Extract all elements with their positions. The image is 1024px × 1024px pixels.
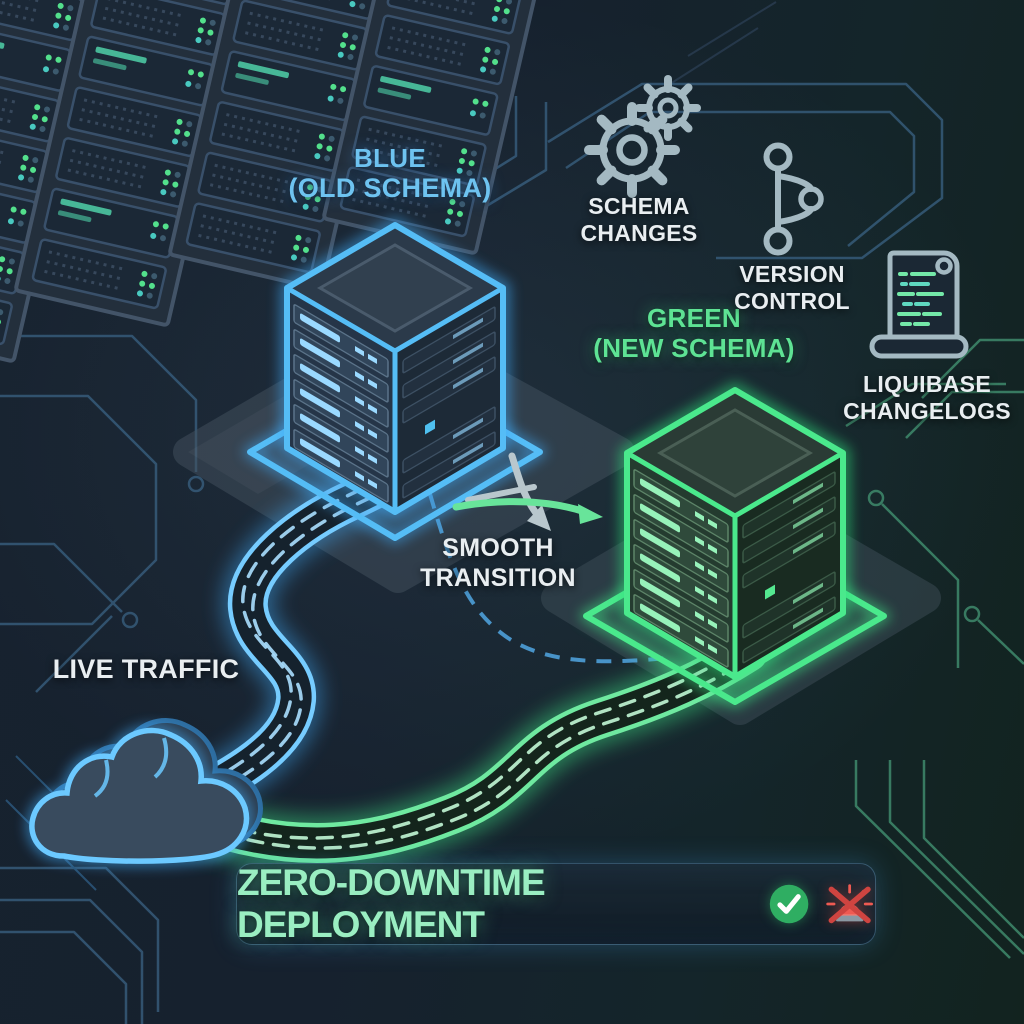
banner-title: ZERO-DOWNTIME DEPLOYMENT (237, 862, 546, 945)
green-server-label: GREEN (NEW SCHEMA) (593, 303, 794, 363)
blue-server-label: BLUE (OLD SCHEMA) (288, 143, 491, 203)
green-server-icon (619, 382, 851, 685)
live-traffic-text: LIVE TRAFFIC (52, 654, 240, 684)
server-rack-wall-icon (0, 0, 563, 363)
check-circle-icon (769, 884, 808, 924)
circuit-traces-green (845, 338, 1024, 959)
scroll-icon (869, 250, 969, 359)
version-control-line1: VERSION (739, 261, 845, 287)
green-server-name: GREEN (647, 303, 741, 333)
no-alarm-icon (825, 884, 873, 924)
git-branch-icon (763, 142, 824, 256)
liquibase-changelogs-label: LIQUIBASE CHANGELOGS (843, 371, 1011, 425)
smooth-transition-label: SMOOTH TRANSITION (420, 533, 576, 593)
gears-icon (584, 75, 701, 198)
version-control-label: VERSION CONTROL (734, 261, 850, 315)
version-control-line2: CONTROL (734, 288, 850, 314)
liquibase-line1: LIQUIBASE (863, 371, 991, 397)
cloud-icon (25, 718, 263, 868)
green-traffic-road (167, 625, 775, 871)
schema-changes-line1: SCHEMA (588, 193, 690, 219)
schema-changes-line2: CHANGES (580, 220, 698, 246)
smooth-transition-line1: SMOOTH (442, 534, 554, 562)
blue-server-name: BLUE (354, 143, 426, 173)
smooth-transition-line2: TRANSITION (420, 564, 576, 592)
blue-server-schema: (OLD SCHEMA) (288, 173, 492, 203)
green-server-schema: (NEW SCHEMA) (593, 333, 795, 363)
blue-server-icon (279, 217, 511, 520)
schema-changes-label: SCHEMA CHANGES (580, 193, 697, 247)
liquibase-line2: CHANGELOGS (843, 398, 1011, 424)
live-traffic-label: LIVE TRAFFIC (53, 654, 240, 685)
zero-downtime-banner: ZERO-DOWNTIME DEPLOYMENT (236, 862, 876, 945)
crossing-arrows-icon (452, 452, 603, 531)
dashed-transition-route (428, 493, 669, 664)
